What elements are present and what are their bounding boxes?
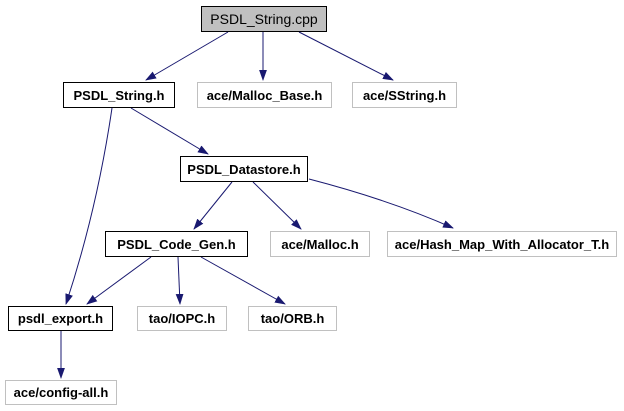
- node-tao-iopc-h: tao/IOPC.h: [137, 306, 227, 331]
- node-psdl-export-h[interactable]: psdl_export.h: [8, 306, 113, 331]
- edge-psdl-string-h-to-psdl-datastore-h: [130, 107, 209, 155]
- node-ace-sstring-h: ace/SString.h: [352, 82, 457, 108]
- node-psdl-string-h[interactable]: PSDL_String.h: [63, 82, 175, 108]
- node-tao-orb-h: tao/ORB.h: [248, 306, 337, 331]
- node-ace-hash-map-with-allocator-t-h: ace/Hash_Map_With_Allocator_T.h: [387, 231, 617, 257]
- edge-psdl-string-cpp-to-psdl-string-h: [145, 31, 229, 81]
- node-psdl-string-cpp: PSDL_String.cpp: [201, 6, 327, 32]
- node-psdl-datastore-h[interactable]: PSDL_Datastore.h: [180, 156, 308, 182]
- edge-psdl-code-gen-h-to-tao-iopc-h: [175, 256, 184, 305]
- edge-psdl-code-gen-h-to-psdl-export-h: [86, 256, 152, 305]
- node-psdl-code-gen-h[interactable]: PSDL_Code_Gen.h: [105, 231, 248, 257]
- edge-psdl-string-h-to-psdl-export-h: [65, 107, 113, 305]
- node-ace-malloc-h: ace/Malloc.h: [270, 231, 370, 257]
- node-ace-malloc-base-h: ace/Malloc_Base.h: [197, 82, 332, 108]
- edge-psdl-code-gen-h-to-tao-orb-h: [200, 256, 286, 305]
- node-ace-config-all-h: ace/config-all.h: [5, 380, 117, 405]
- edge-psdl-string-cpp-to-ace-sstring-h: [298, 31, 394, 81]
- edge-psdl-datastore-h-to-psdl-code-gen-h: [193, 181, 233, 230]
- edge-psdl-datastore-h-to-ace-hash-map-with-allocator-t-h: [308, 178, 454, 229]
- edge-psdl-datastore-h-to-ace-malloc-h: [252, 181, 302, 230]
